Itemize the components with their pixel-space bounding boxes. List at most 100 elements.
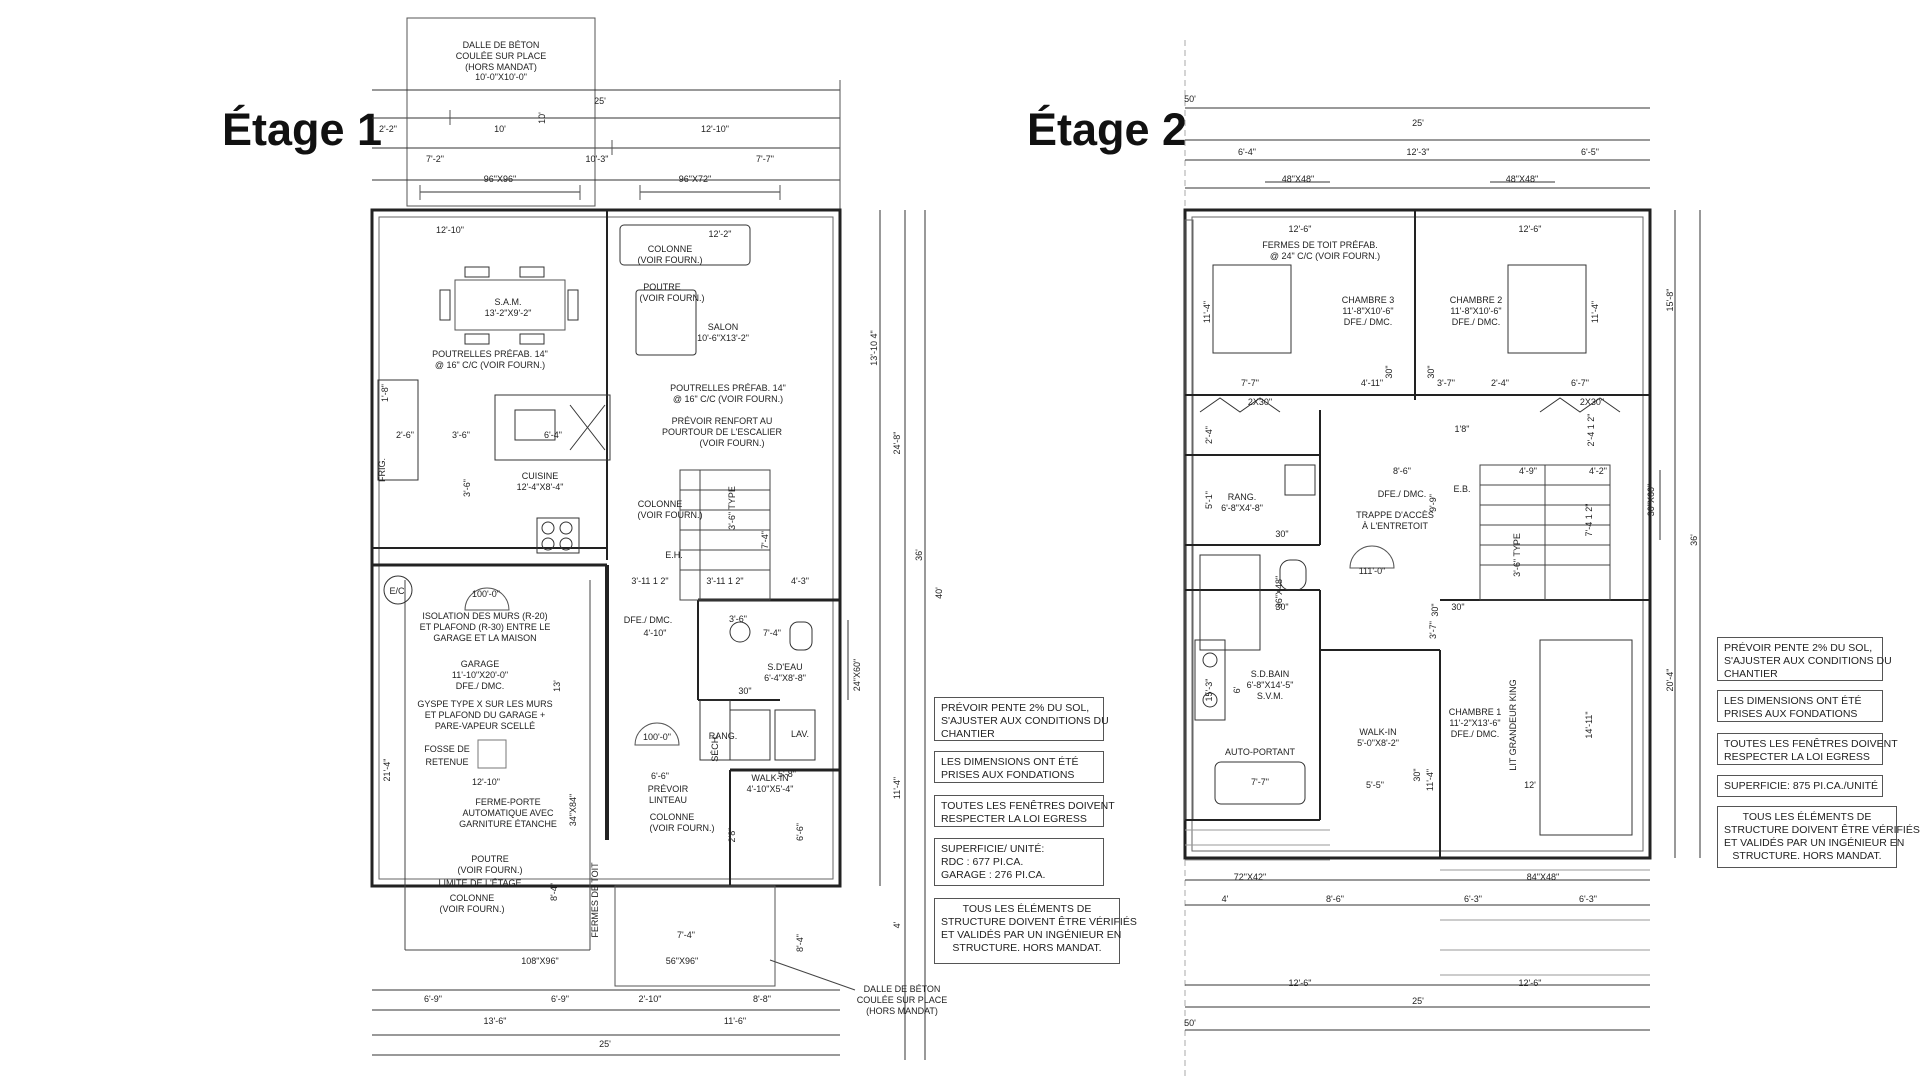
poutre-2-l1: POUTRE [471,854,509,864]
f1-bottom-b: 56"X96" [666,956,698,966]
f2-126b: 12'-6" [1519,224,1542,234]
f1-64: 6'-4" [544,430,562,440]
room-garage-size: 11'-10"X20'-0" [452,670,508,680]
f1-66b: 6'-6" [795,823,805,841]
f2-note-slope-l3: CHANTIER [1724,668,1778,680]
f2-bottom-b: 84"X48" [1527,872,1559,882]
f1-bottom-e: 2'-10" [639,994,662,1004]
isolation-l1: ISOLATION DES MURS (R-20) [422,611,547,621]
f1-note-area-l1: SUPERFICIE/ UNITÉ: [941,843,1045,855]
f1-31112b: 3'-11 1 2" [706,576,743,586]
f1-top-overall: 25' [594,96,606,106]
f1-top-d2: 10' [494,124,506,134]
renfort-l2: POURTOUR DE L'ESCALIER [662,427,782,437]
f2-bottom-e: 6'-3" [1464,894,1482,904]
top-slab-line3: (HORS MANDAT) [465,62,537,72]
f2-bottom-f: 6'-3" [1579,894,1597,904]
f2-note-slope-l2: S'AJUSTER AUX CONDITIONS DU [1724,655,1892,667]
f2-note-slope-l1: PRÉVOIR PENTE 2% DU SOL, [1724,642,1873,654]
f1-top-d3: 12'-10" [701,124,729,134]
f1-stair-type: 3'-6" TYPE [727,486,737,530]
f1-31112a: 3'-11 1 2" [631,576,668,586]
f2-67: 6'-7" [1571,378,1589,388]
f1-frig: FRIG. [377,458,387,482]
f1-bottom-d: 6'-9" [551,994,569,1004]
f2-2x30b: 2X30" [1580,397,1604,407]
colonne-2-l1: COLONNE [638,499,683,509]
f2-55: 5'-5" [1366,780,1384,790]
fosse-l1: FOSSE DE [424,744,470,754]
f2-note-area: SUPERFICIE: 875 PI.CA./UNITÉ [1717,775,1883,797]
f1-74c: 7'-4" [677,930,695,940]
f1-note-slope-l3: CHANTIER [941,728,995,740]
f2-bottom-h: 12'-6" [1519,978,1542,988]
sofa [619,224,751,266]
f2-stair-type: 3'-6" TYPE [1512,533,1522,577]
f1-74b: 7'-4" [763,628,781,638]
f1-note-egress-l1: TOUTES LES FENÊTRES DOIVENT [941,800,1115,812]
f2-autoportant: AUTO-PORTANT [1225,747,1296,757]
f1-214: 21'-4" [382,759,392,782]
room-rang-size: 6'-8"X4'-8" [1221,503,1263,513]
gypse-l3: PARE-VAPEUR SCELLÉ [435,721,535,731]
f2-top-a: 6'-4" [1238,147,1256,157]
f2-49: 4'-9" [1519,466,1537,476]
colonne-1-l2: (VOIR FOURN.) [638,255,703,265]
f1-28: 2'8" [727,828,737,843]
room-ch3-extra: DFE./ DMC. [1344,317,1393,327]
renfort-l1: PRÉVOIR RENFORT AU [672,416,773,426]
kitchen-island [494,394,611,461]
renfort-l3: (VOIR FOURN.) [700,438,765,448]
f1-bottom-f: 8'-8" [753,994,771,1004]
f2-top-l50: 50' [1184,94,1196,104]
f1-note-dimensions-l1: LES DIMENSIONS ONT ÉTÉ [941,756,1079,768]
f2-37b: 3'-7" [1428,621,1438,639]
room-sdeau-size: 6'-4"X8'-8" [764,673,806,683]
f2-114b: 11'-4" [1590,301,1600,323]
f2-dfe: DFE./ DMC. [1378,489,1427,499]
bed-chambre-1 [1539,639,1633,836]
floor2-outer-walls [1183,208,1652,860]
f1-410: 4'-10" [644,628,667,638]
f2-note-egress-l2: RESPECTER LA LOI EGRESS [1724,751,1870,763]
f1-58: 5'-8" [778,769,796,779]
f2-30b: 30" [1275,602,1288,612]
room-walkin-name: WALK-IN [751,773,788,783]
ferme-l3: GARNITURE ÉTANCHE [459,819,557,829]
f2-note-slope: PRÉVOIR PENTE 2% DU SOL, S'AJUSTER AUX C… [1717,637,1892,681]
f2-42: 4'-2" [1589,466,1607,476]
f1-13: 13' [552,680,562,692]
room-sdbain-size: 6'-8"X14'-5" [1247,680,1294,690]
colonne-1-l1: COLONNE [648,244,693,254]
f1-bottom-c: 6'-9" [424,994,442,1004]
f1-arc1: 100'-0" [472,589,500,599]
f2-note-structure-l2: STRUCTURE DOIVENT ÊTRE VÉRIFIÉS [1724,824,1920,836]
f1-sech: SÉCH. [710,734,720,762]
f1-vert-10: 10' [537,112,547,124]
f2-77: 7'-7" [1241,378,1259,388]
room-sam-name: S.A.M. [494,297,521,307]
linteau-l2: LINTEAU [649,795,687,805]
room-ch1-extra: DFE./ DMC. [1451,729,1500,739]
f2-30c: 30" [1451,602,1464,612]
isolation-l3: GARAGE ET LA MAISON [433,633,536,643]
room-rang-name: RANG. [1228,492,1257,502]
f1-note-area-l3: GARAGE : 276 PI.CA. [941,869,1046,881]
f1-note-slope: PRÉVOIR PENTE 2% DU SOL, S'AJUSTER AUX C… [934,697,1109,741]
f2-bottom-l50: 50' [1184,1018,1196,1028]
poutrelles-1-l1: POUTRELLES PRÉFAB. 14" [432,349,548,359]
f2-30f: 30" [1430,603,1440,616]
room-garage-name: GARAGE [461,659,500,669]
f2-note-structure-l4: STRUCTURE. HORS MANDAT. [1732,850,1882,862]
linteau-l1: PRÉVOIR [648,784,689,794]
f2-30g: 30" [1412,768,1422,781]
room-sdeau-name: S.D'EAU [767,662,802,672]
room-ch3-name: CHAMBRE 3 [1342,295,1395,305]
f1-36b: 3'-6" [452,430,470,440]
room-salon-name: SALON [708,322,739,332]
f2-top-b: 12'-3" [1407,147,1430,157]
f2-6: 6' [1232,686,1242,693]
stove [536,517,580,554]
colonne-3-l2: (VOIR FOURN.) [440,904,505,914]
f2-30a: 30" [1275,529,1288,539]
